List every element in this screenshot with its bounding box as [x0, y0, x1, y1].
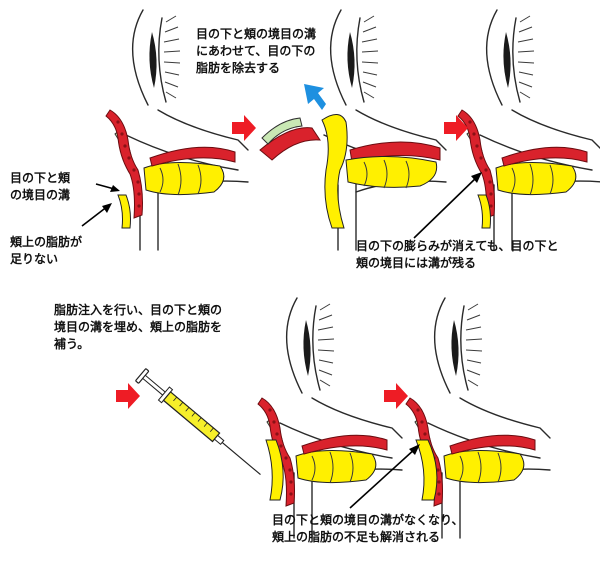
- cheek-fat-thin: [117, 194, 131, 229]
- syringe: [135, 368, 261, 476]
- caption-groove: 目の下と頬 の境目の溝: [10, 171, 71, 202]
- caption-result: 目の下と頬の境目の溝がなくなり、 頬上の脂肪の不足も解消される: [272, 513, 464, 544]
- caption-cheek-fat-lacking: 頬上の脂肪が 足りない: [10, 235, 83, 266]
- step-arrow-2: [444, 115, 468, 141]
- pointer-groove-right: [413, 172, 482, 239]
- step-arrow-4: [384, 383, 408, 409]
- step-arrow-3: [116, 383, 140, 409]
- caption-fat-injection: 脂肪注入を行い、目の下と頬の 境目の溝を埋め、頬上の脂肪を 補う。: [54, 303, 223, 351]
- fat-removal-arrow: [304, 84, 326, 110]
- panel-after-removal: [457, 9, 600, 251]
- panel-before: [105, 9, 249, 251]
- caption-fat-removal: 目の下と頬の境目の溝 にあわせて、目の下の 脂肪を除去する: [196, 27, 317, 75]
- panel-fat-removal: [259, 9, 447, 251]
- pointer-result: [349, 444, 420, 509]
- panel-injection: [257, 297, 403, 539]
- panel-result: [405, 297, 551, 539]
- pointer-cheek-left: [81, 203, 112, 227]
- caption-groove-remains: 目の下の膨らみが消えても、目の下と 頬の境目には溝が残る: [356, 239, 559, 270]
- pointer-groove-left: [95, 183, 120, 192]
- step-arrow-1: [232, 115, 256, 141]
